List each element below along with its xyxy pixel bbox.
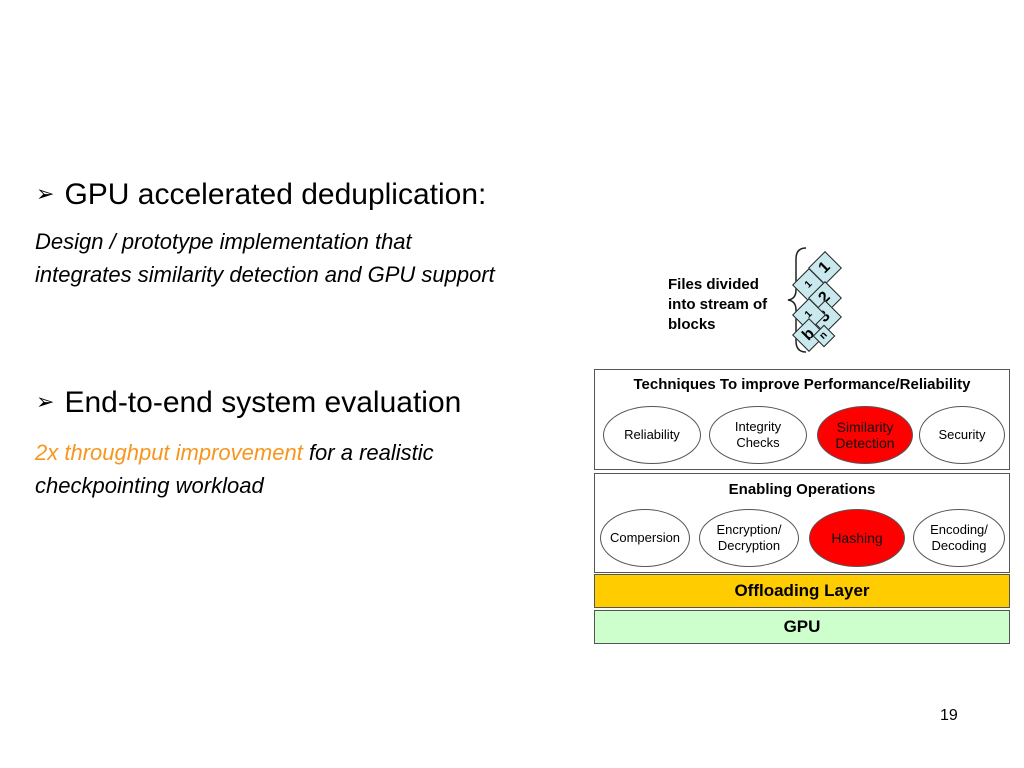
technique-integrity-checks: Integrity Checks: [709, 406, 807, 464]
description-line: integrates similarity detection and GPU …: [35, 262, 495, 287]
techniques-title: Techniques To improve Performance/Reliab…: [633, 376, 971, 393]
technique-security: Security: [919, 406, 1005, 464]
label-line: into stream of: [668, 296, 768, 313]
gpu-layer: GPU: [594, 610, 1010, 644]
bullet-title: End-to-end system evaluation: [64, 386, 462, 419]
offloading-label: Offloading Layer: [734, 581, 870, 600]
bullet-description: Design / prototype implementation that i…: [35, 225, 495, 291]
label-line: Files divided: [668, 276, 759, 293]
gpu-label: GPU: [783, 617, 821, 636]
description-line: 2x throughput improvement for a realisti…: [35, 436, 434, 469]
operation-encoding: Encoding/ Decoding: [913, 509, 1005, 567]
bullet-evaluation: ➢ End-to-end system evaluation: [36, 386, 461, 420]
operation-compression: Compersion: [600, 509, 690, 567]
technique-reliability: Reliability: [603, 406, 701, 464]
operations-layer: Enabling Operations Compersion Encryptio…: [594, 473, 1010, 573]
description-rest: for a realistic: [302, 440, 434, 465]
operations-title: Enabling Operations: [728, 481, 876, 498]
bullet-title: GPU accelerated deduplication:: [64, 178, 487, 211]
operation-encryption: Encryption/ Decryption: [699, 509, 799, 567]
operation-hashing: Hashing: [809, 509, 905, 567]
files-label: Files divided into stream of blocks: [668, 275, 767, 335]
arrow-bullet-icon: ➢: [36, 389, 55, 414]
offloading-layer: Offloading Layer: [594, 574, 1010, 608]
label-line: blocks: [668, 316, 716, 333]
techniques-layer: Techniques To improve Performance/Reliab…: [594, 369, 1010, 470]
architecture-stack: Techniques To improve Performance/Reliab…: [594, 369, 1012, 645]
description-line: checkpointing workload: [35, 473, 264, 498]
brace-icon: [787, 247, 807, 353]
description-line: Design / prototype implementation that: [35, 229, 412, 254]
arrow-bullet-icon: ➢: [36, 181, 55, 206]
evaluation-description: 2x throughput improvement for a realisti…: [35, 436, 434, 502]
files-divided-diagram: Files divided into stream of blocks 1 1 …: [666, 245, 846, 355]
bullet-gpu-dedup: ➢ GPU accelerated deduplication:: [36, 178, 486, 212]
throughput-highlight: 2x throughput improvement: [35, 440, 303, 465]
page-number: 19: [940, 707, 958, 724]
technique-similarity-detection: Similarity Detection: [817, 406, 913, 464]
